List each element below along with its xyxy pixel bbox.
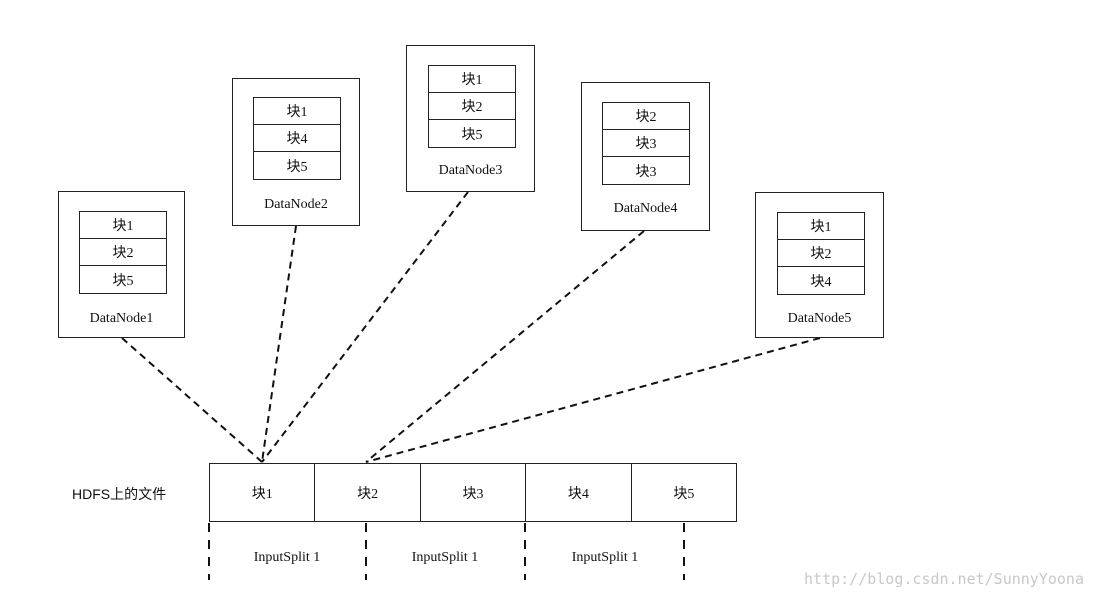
file-block: 块3 (421, 464, 527, 521)
datanode-1-blocks: 块1 块2 块5 (79, 211, 167, 294)
datanode-1-block: 块1 (80, 212, 166, 239)
datanode-4-block: 块2 (603, 103, 689, 130)
datanode-3-block: 块2 (429, 93, 515, 120)
link-datanode1-block1 (121, 337, 263, 463)
datanode-2-block: 块1 (254, 98, 340, 125)
datanode-1-block: 块5 (112, 273, 134, 289)
datanode-3-label: DataNode3 (438, 163, 503, 178)
file-block: 块4 (526, 464, 632, 521)
datanode-5-block: 块1 (778, 213, 864, 240)
link-datanode4-block2 (365, 230, 645, 463)
hdfs-file-blocks: 块1 块2 块3 块4 块5 (209, 463, 737, 522)
datanode-1: 块1 块2 块5 DataNode1 (58, 191, 185, 338)
datanode-3-block: 块1 (429, 66, 515, 93)
datanode-5-block: 块4 (810, 274, 832, 290)
hdfs-file-label: HDFS上的文件 (72, 486, 167, 502)
input-split-1: InputSplit 1 (253, 550, 321, 565)
file-block: 块2 (315, 464, 421, 521)
datanode-3: 块1 块2 块5 DataNode3 (406, 45, 535, 192)
link-datanode5-block2 (365, 337, 821, 463)
file-block: 块1 (210, 464, 316, 521)
link-datanode2-block1 (261, 225, 297, 463)
datanode-2-block: 块4 (254, 125, 340, 152)
datanode-5-block: 块2 (778, 240, 864, 267)
link-datanode3-block1 (261, 191, 469, 463)
datanode-5-label: DataNode5 (787, 311, 852, 326)
datanode-3-blocks: 块1 块2 块5 (428, 65, 516, 148)
datanode-4: 块2 块3 块3 DataNode4 (581, 82, 710, 231)
datanode-1-label: DataNode1 (89, 311, 154, 326)
file-block: 块5 (673, 486, 695, 502)
datanode-5-blocks: 块1 块2 块4 (777, 212, 865, 295)
input-split-2: InputSplit 1 (411, 550, 479, 565)
datanode-3-block: 块5 (461, 127, 483, 143)
datanode-4-blocks: 块2 块3 块3 (602, 102, 690, 185)
datanode-2: 块1 块4 块5 DataNode2 (232, 78, 360, 226)
datanode-4-block: 块3 (603, 130, 689, 157)
watermark: http://blog.csdn.net/SunnyYoona (804, 570, 1084, 588)
datanode-4-label: DataNode4 (613, 201, 678, 216)
input-split-3: InputSplit 1 (571, 550, 639, 565)
datanode-2-block: 块5 (286, 159, 308, 175)
datanode-2-blocks: 块1 块4 块5 (253, 97, 341, 180)
datanode-2-label: DataNode2 (264, 197, 328, 212)
datanode-5: 块1 块2 块4 DataNode5 (755, 192, 884, 338)
datanode-1-block: 块2 (80, 239, 166, 266)
datanode-4-block: 块3 (635, 164, 657, 180)
